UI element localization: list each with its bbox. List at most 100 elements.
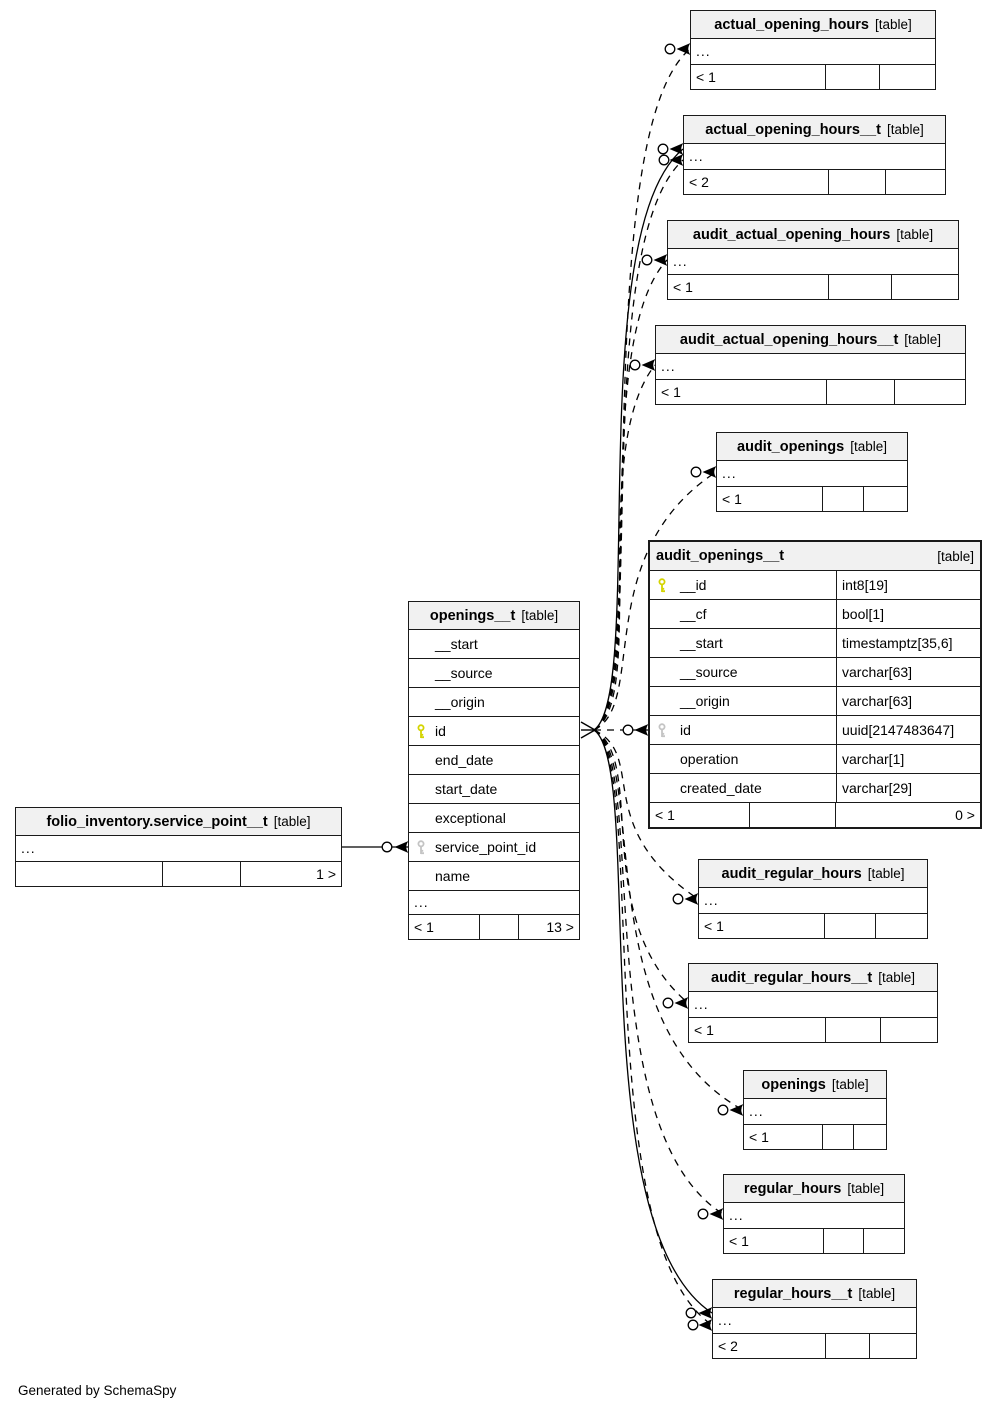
footer-parents: < 1	[704, 918, 724, 934]
column-name: service_point_id	[435, 839, 537, 855]
footer-mid	[824, 914, 874, 938]
table-name[interactable]: audit_openings	[737, 438, 845, 455]
table-name[interactable]: audit_actual_opening_hours	[692, 226, 891, 243]
footer-children	[884, 170, 945, 194]
footer-mid	[823, 1229, 863, 1253]
footer-children: 0 >	[834, 803, 980, 827]
footer-parents: < 1	[661, 384, 681, 400]
footer-parents: < 2	[718, 1338, 738, 1354]
table-title[interactable]: folio_inventory.service_point__t [table]	[16, 808, 341, 836]
column-row: start_date	[409, 775, 579, 804]
table-title[interactable]: audit_regular_hours [table]	[699, 860, 927, 888]
footer-mid	[827, 170, 885, 194]
table-audit-openings: audit_openings [table] ... < 1	[716, 432, 908, 512]
table-name[interactable]: folio_inventory.service_point__t	[46, 813, 268, 830]
footer-parents: < 1	[722, 491, 742, 507]
column-row: __source	[409, 659, 579, 688]
table-name[interactable]: regular_hours__t	[733, 1285, 853, 1302]
table-audit-regular-hours: audit_regular_hours [table] ... < 1	[698, 859, 928, 939]
table-audit-actual-opening-hours: audit_actual_opening_hours [table] ... <…	[667, 220, 959, 300]
footer-children: 13 >	[517, 915, 579, 939]
footer-mid	[749, 803, 835, 827]
column-name: __origin	[435, 694, 485, 710]
table-title[interactable]: audit_actual_opening_hours [table]	[668, 221, 958, 249]
footer-children	[853, 1125, 886, 1149]
column-row: __start	[409, 630, 579, 659]
table-name[interactable]: openings__t	[429, 607, 516, 624]
table-name[interactable]: audit_regular_hours	[721, 865, 862, 882]
table-tag: [table]	[904, 332, 942, 347]
column-name: __source	[435, 665, 493, 681]
table-title[interactable]: regular_hours [table]	[724, 1175, 904, 1203]
table-footer: < 1	[699, 914, 927, 938]
table-ellipsis-row: ...	[691, 39, 935, 65]
footer-children	[862, 1229, 904, 1253]
column-name: __source	[680, 664, 738, 680]
table-title[interactable]: openings [table]	[744, 1071, 886, 1099]
footer-children	[878, 65, 935, 89]
table-name[interactable]: audit_regular_hours__t	[711, 969, 873, 986]
primary-key-icon	[657, 578, 667, 593]
column-type: int8[19]	[842, 577, 888, 593]
table-ellipsis-row: ...	[724, 1203, 904, 1229]
edge-audit-regular-hours-t	[593, 729, 689, 1009]
table-footer: 1 >	[16, 862, 341, 886]
table-regular-hours: regular_hours [table] ... < 1	[723, 1174, 905, 1254]
footer-mid	[822, 1125, 853, 1149]
footer-mid	[478, 915, 518, 939]
column-row: created_date varchar[29]	[650, 774, 980, 803]
column-row: operation varchar[1]	[650, 745, 980, 774]
table-title[interactable]: audit_regular_hours__t [table]	[689, 964, 937, 992]
table-ellipsis-row: ...	[699, 888, 927, 914]
table-title[interactable]: actual_opening_hours [table]	[691, 11, 935, 39]
table-footer: < 1	[717, 487, 907, 511]
table-tag: [table]	[831, 1077, 869, 1092]
table-ellipsis-row: ...	[668, 249, 958, 275]
table-name[interactable]: openings	[761, 1076, 826, 1093]
table-title[interactable]: audit_openings [table]	[717, 433, 907, 461]
table-name[interactable]: audit_openings__t	[656, 548, 785, 564]
footer-children	[893, 380, 965, 404]
column-row: name	[409, 862, 579, 891]
table-name[interactable]: regular_hours	[743, 1180, 842, 1197]
footer-children: 1 >	[240, 862, 341, 886]
table-ellipsis-row: ...	[713, 1308, 916, 1334]
edge-regular-hours-t-solid	[593, 729, 713, 1319]
table-title[interactable]: audit_actual_opening_hours__t [table]	[656, 326, 965, 354]
edge-actual-opening-hours-t-solid	[593, 143, 684, 731]
table-title[interactable]: regular_hours__t [table]	[713, 1280, 916, 1308]
table-openings-t: openings__t [table] __start __source __o…	[408, 601, 580, 940]
table-title[interactable]: audit_openings__t [table]	[650, 542, 980, 571]
table-tag: [table]	[937, 548, 974, 564]
table-footer: < 1	[691, 65, 935, 89]
table-footer: < 1 13 >	[409, 915, 579, 939]
footer-mid	[162, 862, 240, 886]
table-name[interactable]: actual_opening_hours	[714, 16, 869, 33]
table-ellipsis-row: ...	[684, 144, 945, 170]
column-type: varchar[1]	[842, 751, 905, 767]
table-ellipsis-row: ...	[16, 836, 341, 862]
footer-parents: < 1	[749, 1129, 769, 1145]
column-name: __cf	[680, 606, 707, 622]
table-footer: < 1	[689, 1018, 937, 1042]
table-regular-hours-t: regular_hours__t [table] ... < 2	[712, 1279, 917, 1359]
table-title[interactable]: actual_opening_hours__t [table]	[684, 116, 945, 144]
table-footer: < 1 0 >	[650, 803, 980, 827]
table-openings: openings [table] ... < 1	[743, 1070, 887, 1150]
table-ellipsis-row: ...	[744, 1099, 886, 1125]
table-title[interactable]: openings__t [table]	[409, 602, 579, 630]
table-tag: [table]	[273, 814, 311, 829]
footer-mid	[824, 1334, 870, 1358]
primary-key-icon	[416, 724, 426, 739]
table-name[interactable]: audit_actual_opening_hours__t	[679, 331, 899, 348]
column-name: __origin	[680, 693, 730, 709]
table-actual-opening-hours: actual_opening_hours [table] ... < 1	[690, 10, 936, 90]
column-name: operation	[680, 751, 739, 767]
column-type: varchar[63]	[842, 664, 913, 680]
table-name[interactable]: actual_opening_hours__t	[705, 121, 881, 138]
column-type: varchar[63]	[842, 693, 913, 709]
column-name: id	[680, 722, 691, 738]
table-ellipsis-row: ...	[689, 992, 937, 1018]
column-name: exceptional	[435, 810, 506, 826]
table-tag: [table]	[886, 122, 924, 137]
